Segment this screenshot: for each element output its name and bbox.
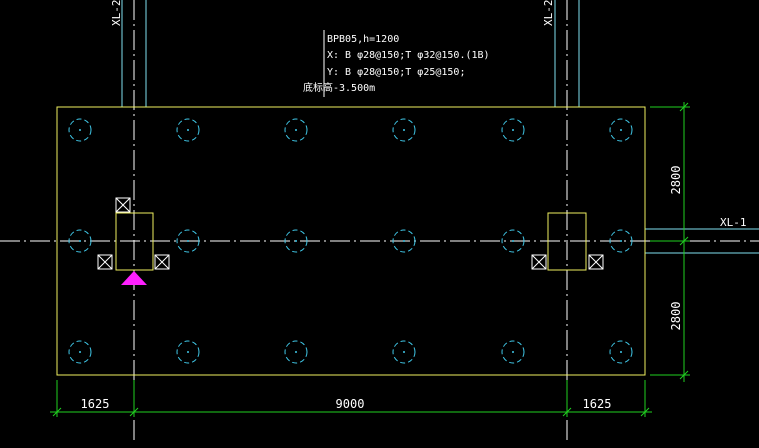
bottom-dimension-labels: 1625 9000 1625	[81, 397, 612, 411]
column-group-left[interactable]	[115, 212, 154, 271]
pile-center-dot	[79, 129, 81, 131]
pile-center-dot	[403, 129, 405, 131]
pile-circle[interactable]	[284, 340, 308, 364]
pile-center-dot	[187, 351, 189, 353]
pile-center-dot	[620, 240, 622, 242]
pile-center-dot	[403, 240, 405, 242]
pile-circle[interactable]	[392, 229, 416, 253]
crossed-box-icon	[531, 254, 547, 270]
pile-circle[interactable]	[68, 229, 92, 253]
dim-tick-2	[129, 407, 139, 417]
crossed-box-icon	[115, 197, 131, 213]
pile-center-dot	[295, 129, 297, 131]
dim-tick-mid	[679, 236, 689, 246]
pile-circle[interactable]	[392, 340, 416, 364]
dim-label-upper: 2800	[669, 166, 683, 195]
annotation-bottom-elevation: 底标高-3.500m	[303, 81, 375, 94]
beam-lines	[121, 0, 759, 254]
slab-annotation[interactable]: BPB05,h=1200 X: B φ28@150;T φ32@150.(1B)…	[303, 30, 490, 97]
pile-circle[interactable]	[392, 118, 416, 142]
column-outline[interactable]	[115, 212, 154, 271]
pile-circle[interactable]	[501, 229, 525, 253]
crossed-box-icon	[588, 254, 604, 270]
pile-center-dot	[620, 129, 622, 131]
bottom-dimension	[50, 380, 652, 417]
annotation-y-reinforcement: Y: B φ28@150;T φ25@150;	[327, 67, 465, 78]
pile-circle[interactable]	[609, 340, 633, 364]
pile-center-dot	[512, 240, 514, 242]
pile-center-dot	[187, 129, 189, 131]
pile-grid	[68, 118, 633, 364]
beam-label-top-right: XL-2	[542, 0, 555, 26]
dim-tick-3	[562, 407, 572, 417]
pile-circle[interactable]	[284, 229, 308, 253]
pile-circle[interactable]	[176, 229, 200, 253]
pile-circle[interactable]	[501, 340, 525, 364]
pile-center-dot	[620, 351, 622, 353]
pile-circle[interactable]	[176, 340, 200, 364]
dim-tick-top	[679, 102, 689, 112]
pile-center-dot	[79, 240, 81, 242]
crossed-box-icon	[154, 254, 170, 270]
dim-tick-1	[52, 407, 62, 417]
hatch-box-group	[97, 197, 604, 270]
pile-circle[interactable]	[68, 340, 92, 364]
dim-label-right: 1625	[583, 397, 612, 411]
pile-circle[interactable]	[176, 118, 200, 142]
annotation-slab-id: BPB05,h=1200	[327, 34, 399, 45]
pile-circle[interactable]	[501, 118, 525, 142]
pile-center-dot	[512, 129, 514, 131]
dim-label-lower: 2800	[669, 302, 683, 331]
pile-center-dot	[512, 351, 514, 353]
pile-center-dot	[403, 351, 405, 353]
pile-center-dot	[295, 240, 297, 242]
dim-label-left: 1625	[81, 397, 110, 411]
beam-label-top-left: XL-2	[110, 0, 123, 26]
right-dimension	[650, 102, 690, 382]
pile-circle[interactable]	[284, 118, 308, 142]
slab-outline[interactable]	[56, 106, 646, 376]
pile-circle[interactable]	[609, 229, 633, 253]
pile-circle[interactable]	[68, 118, 92, 142]
column-outline[interactable]	[547, 212, 587, 271]
pile-center-dot	[79, 351, 81, 353]
magenta-triangle-icon[interactable]	[121, 271, 147, 285]
beam-label-right: XL-1	[720, 216, 747, 229]
right-dimension-labels: 2800 2800	[669, 166, 683, 331]
dim-tick-4	[640, 407, 650, 417]
dim-tick-bottom	[679, 370, 689, 380]
dim-label-middle: 9000	[336, 397, 365, 411]
annotation-x-reinforcement: X: B φ28@150;T φ32@150.(1B)	[327, 50, 490, 61]
pile-center-dot	[295, 351, 297, 353]
crossed-box-icon	[97, 254, 113, 270]
pile-center-dot	[187, 240, 189, 242]
column-group-right[interactable]	[547, 212, 587, 271]
pile-circle[interactable]	[609, 118, 633, 142]
